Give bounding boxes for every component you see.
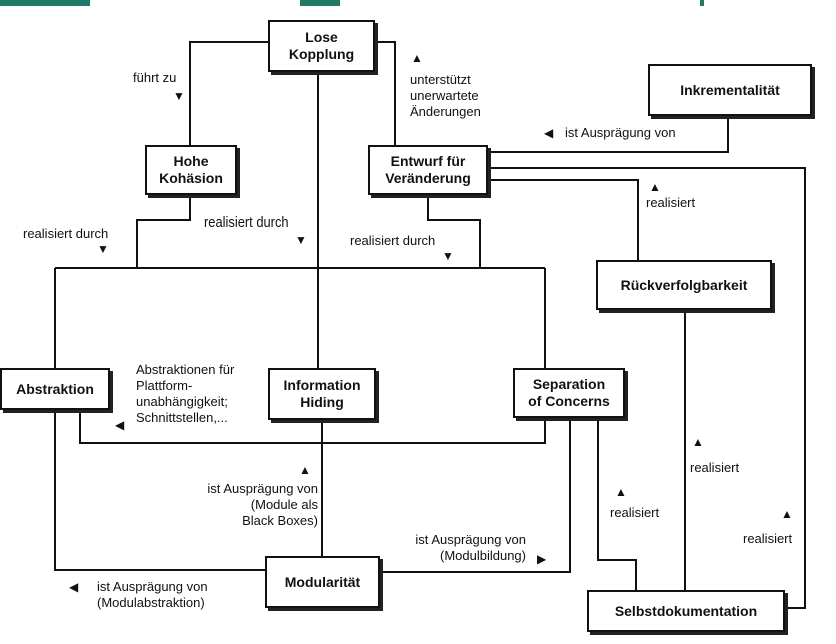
- label-ist-auspraegung-soc: ist Ausprägung von (Modulbildung): [415, 532, 526, 563]
- up-arrow-icon: ▲: [649, 180, 661, 194]
- label-realisiert-2: realisiert: [690, 460, 740, 475]
- node-selbstdokumentation: Selbstdokumentation: [587, 590, 785, 632]
- label-realisiert-durch-mid: realisiert durch: [204, 214, 289, 231]
- up-arrow-icon: ▲: [411, 51, 423, 65]
- label-ist-auspraegung-inkr: ist Ausprägung von: [565, 125, 676, 140]
- edge-inkr-ev: [488, 117, 729, 153]
- node-modularitaet: Modularität: [265, 556, 380, 608]
- label-abstraktionen-fuer: Abstraktionen für Plattform- unabhängigk…: [136, 362, 235, 425]
- edge-abs-mod: [54, 410, 265, 571]
- node-hohe-kohaesion: Hohe Kohäsion: [145, 145, 237, 195]
- label-realisiert-3: realisiert: [743, 531, 793, 546]
- up-arrow-icon: ▲: [615, 485, 627, 499]
- label-ist-auspraegung-abs: ist Ausprägung von (Modulabstraktion): [97, 579, 208, 610]
- node-information-hiding: Information Hiding: [268, 368, 376, 420]
- header-accent-bar: [0, 0, 836, 6]
- down-arrow-icon: ▼: [173, 89, 185, 103]
- right-arrow-icon: ▶: [537, 552, 547, 566]
- label-realisiert-rv: realisiert: [646, 195, 696, 210]
- up-arrow-icon: ▲: [692, 435, 704, 449]
- label-realisiert-durch-left: realisiert durch: [23, 226, 109, 241]
- edge-ev-sd: [488, 167, 806, 609]
- label-realisiert-1: realisiert: [610, 505, 660, 520]
- left-arrow-icon: ◀: [544, 126, 554, 140]
- node-entwurf-fuer-veraenderung: Entwurf für Veränderung: [368, 145, 488, 195]
- edge-abs-soc: [79, 410, 546, 444]
- label-ist-auspraegung-ih: ist Ausprägung von (Module als Black Box…: [207, 481, 318, 528]
- down-arrow-icon: ▼: [295, 233, 307, 247]
- edge-ev-rv: [488, 179, 639, 260]
- edge-hk-bus: [136, 195, 191, 268]
- edge-lk-ev: [375, 41, 396, 145]
- label-fuehrt-zu: führt zu: [133, 70, 177, 85]
- node-lose-kopplung: Lose Kopplung: [268, 20, 375, 72]
- up-arrow-icon: ▲: [299, 463, 311, 477]
- edge-ev-bus: [427, 195, 481, 268]
- node-abstraktion: Abstraktion: [0, 368, 110, 410]
- node-inkrementalitaet: Inkrementalität: [648, 64, 812, 116]
- left-arrow-icon: ◀: [69, 580, 79, 594]
- label-unterstuetzt: unterstützt unerwartete Änderungen: [410, 72, 481, 119]
- edge-soc-mod: [380, 418, 571, 573]
- node-rueckverfolgbarkeit: Rückverfolgbarkeit: [596, 260, 772, 310]
- up-arrow-icon: ▲: [781, 507, 793, 521]
- edge-soc-sd: [597, 418, 637, 590]
- left-arrow-icon: ◀: [115, 418, 125, 432]
- edge-lk-hk: [189, 41, 270, 145]
- label-realisiert-durch-right: realisiert durch: [350, 233, 436, 248]
- down-arrow-icon: ▼: [442, 249, 454, 263]
- node-separation-of-concerns: Separation of Concerns: [513, 368, 625, 418]
- down-arrow-icon: ▼: [97, 242, 109, 256]
